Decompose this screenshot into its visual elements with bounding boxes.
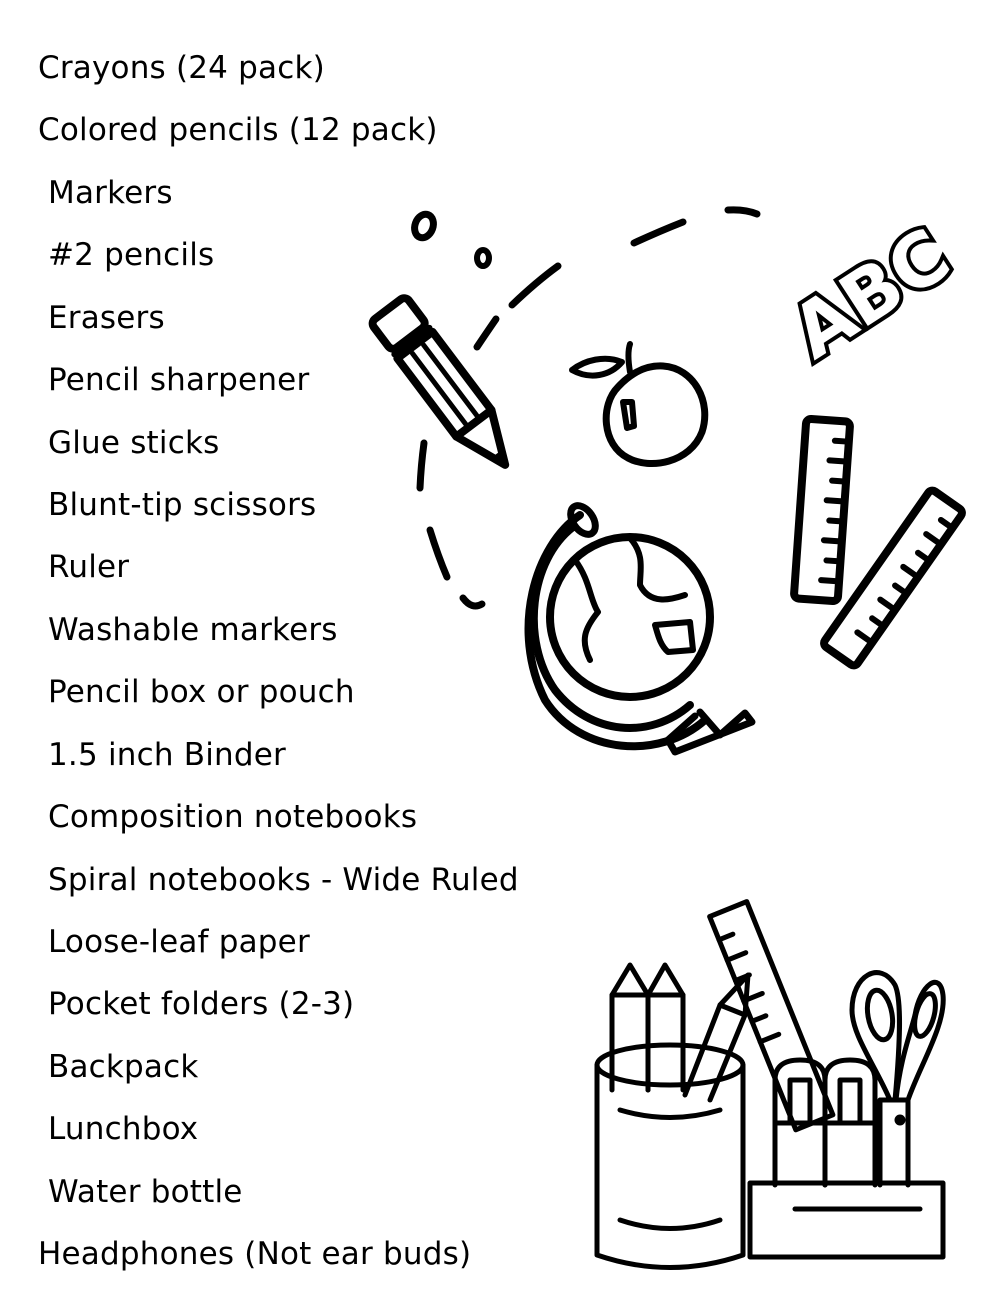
list-item: Crayons (24 pack)	[38, 50, 325, 86]
svg-text:ABC: ABC	[777, 212, 965, 376]
list-item: #2 pencils	[48, 237, 215, 273]
list-item: Water bottle	[48, 1174, 243, 1210]
list-item: Blunt-tip scissors	[48, 487, 317, 523]
list-item: Markers	[48, 175, 173, 211]
list-item: Ruler	[48, 549, 130, 585]
ruler-icon	[790, 415, 854, 605]
list-item: Headphones (Not ear buds)	[38, 1236, 472, 1272]
apple-icon	[569, 341, 709, 468]
bubble-icon	[411, 210, 492, 269]
list-item: Composition notebooks	[48, 799, 418, 835]
list-item: Erasers	[48, 300, 165, 336]
school-doodles-illustration: ABC	[368, 206, 969, 756]
abc-letters-icon: ABC	[773, 208, 969, 380]
pencil-cup-icon	[594, 1042, 746, 1270]
list-item: Washable markers	[48, 612, 338, 648]
desk-organizer-illustration	[594, 899, 946, 1270]
list-item: Pencil box or pouch	[48, 674, 355, 710]
list-item: 1.5 inch Binder	[48, 737, 286, 773]
list-item: Pencil sharpener	[48, 362, 310, 398]
ruler-icon	[707, 899, 836, 1133]
list-item: Colored pencils (12 pack)	[38, 112, 438, 148]
list-item: Lunchbox	[48, 1111, 199, 1147]
list-item: Backpack	[48, 1049, 199, 1085]
globe-icon	[524, 502, 756, 756]
list-item: Glue sticks	[48, 425, 220, 461]
ruler-icon	[820, 486, 966, 670]
list-item: Loose-leaf paper	[48, 924, 310, 960]
desk-organizer-icon	[747, 1180, 946, 1260]
dashed-arc	[416, 206, 761, 610]
list-item: Spiral notebooks - Wide Ruled	[48, 862, 519, 898]
scissors-icon	[849, 970, 946, 1188]
glue-stick-icon	[772, 1057, 878, 1188]
pencil-icon	[368, 294, 510, 469]
list-item: Pocket folders (2-3)	[48, 986, 355, 1022]
